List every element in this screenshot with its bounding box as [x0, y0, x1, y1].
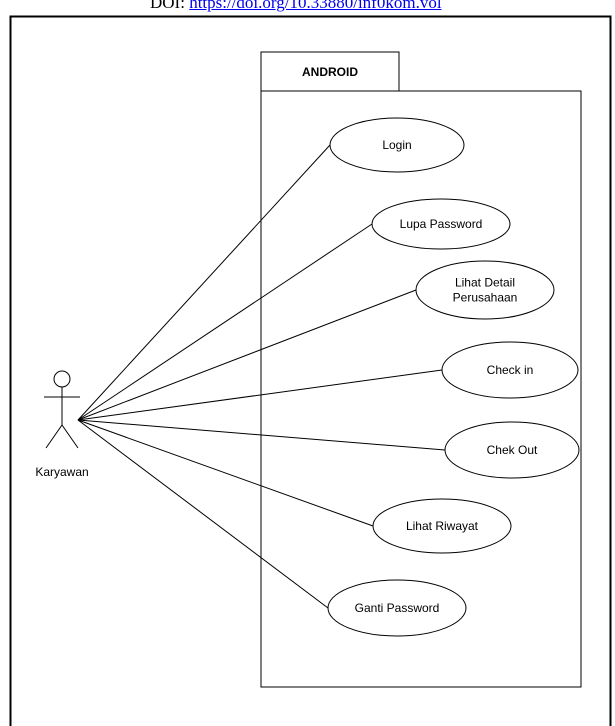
- system-boundary: [260, 90, 582, 688]
- doi-prefix: DOI:: [150, 0, 185, 12]
- association-line: [77, 289, 417, 421]
- actor-left-leg: [45, 424, 63, 449]
- use-case[interactable]: Lihat Riwayat: [372, 498, 512, 554]
- actor-karyawan[interactable]: Karyawan: [35, 370, 89, 479]
- use-case-label: Lupa Password: [400, 217, 483, 231]
- use-case-label: Chek Out: [487, 443, 538, 457]
- association-line: [77, 419, 446, 451]
- association-line: [77, 419, 374, 527]
- use-case-label: Login: [382, 138, 411, 152]
- use-case-ellipse: [327, 579, 467, 637]
- use-case[interactable]: Lupa Password: [371, 198, 511, 250]
- use-case[interactable]: Check in: [441, 341, 579, 399]
- use-case-ellipse: [444, 421, 580, 479]
- use-case-ellipse: [371, 198, 511, 250]
- doi-link[interactable]: https://doi.org/10.33880/inf0kom.vol: [189, 0, 442, 12]
- actor-right-leg: [61, 424, 79, 449]
- use-case-ellipse: [372, 498, 512, 554]
- actor-name: Karyawan: [35, 465, 88, 479]
- use-case[interactable]: Login: [329, 117, 465, 173]
- use-case[interactable]: Chek Out: [444, 421, 580, 479]
- use-case-label: Perusahaan: [453, 291, 518, 305]
- doi-header: DOI: https://doi.org/10.33880/inf0kom.vo…: [0, 0, 615, 14]
- association-line: [77, 223, 373, 421]
- use-case[interactable]: Ganti Password: [327, 579, 467, 637]
- use-case-ellipse: [329, 117, 465, 173]
- association-line: [77, 144, 331, 421]
- use-case-ellipse: [441, 341, 579, 399]
- association-line: [77, 419, 329, 609]
- system-name: ANDROID: [302, 65, 358, 79]
- outer-frame: [9, 15, 612, 726]
- system-tab: [260, 51, 400, 92]
- use-case-label: Check in: [487, 363, 534, 377]
- use-case-label: Lihat Riwayat: [406, 519, 479, 533]
- association-line: [77, 369, 443, 421]
- use-case-ellipse: [415, 260, 555, 320]
- actor-head: [53, 370, 71, 388]
- use-case-label: Ganti Password: [355, 601, 440, 615]
- use-case-label: Lihat Detail: [455, 276, 515, 290]
- association-lines: [77, 144, 446, 609]
